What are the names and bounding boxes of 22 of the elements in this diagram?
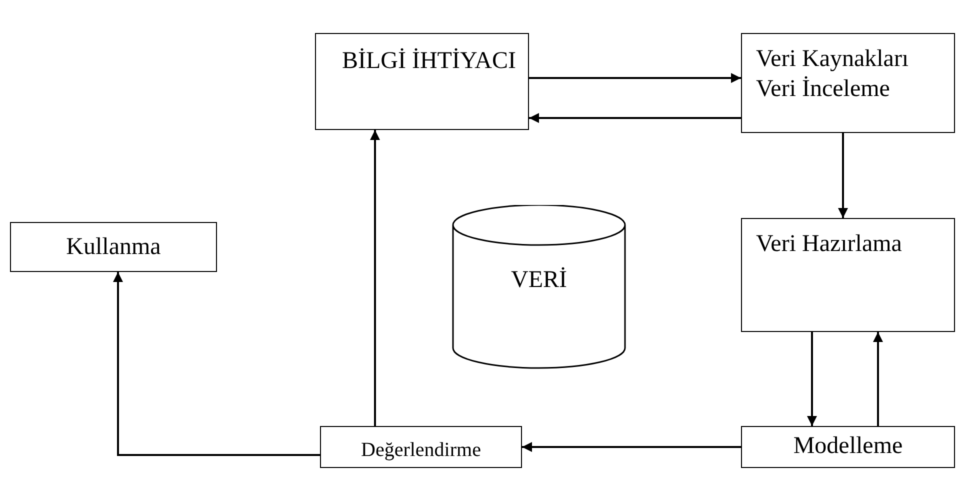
arrow xyxy=(838,133,848,218)
arrow xyxy=(522,442,741,452)
node-label: Veri Hazırlama xyxy=(756,230,903,259)
database-cylinder xyxy=(452,205,626,369)
arrow xyxy=(370,130,380,426)
node-label: Veri Kaynakları Veri İnceleme xyxy=(756,45,910,104)
node-label: BİLGİ İHTİYACI xyxy=(342,47,517,76)
node-label: Değerlendirme xyxy=(360,438,482,463)
process-box xyxy=(320,426,522,468)
arrow xyxy=(113,272,320,456)
node-label: VERİ xyxy=(510,266,568,295)
arrow xyxy=(529,73,741,83)
process-box xyxy=(741,218,955,332)
process-box xyxy=(741,426,955,468)
arrow xyxy=(529,113,741,123)
process-box xyxy=(10,222,217,272)
process-box xyxy=(741,33,955,133)
node-label: Kullanma xyxy=(65,233,162,262)
process-box xyxy=(315,33,529,130)
arrow xyxy=(807,332,817,426)
arrow xyxy=(873,332,883,426)
node-label: Modelleme xyxy=(792,432,904,461)
